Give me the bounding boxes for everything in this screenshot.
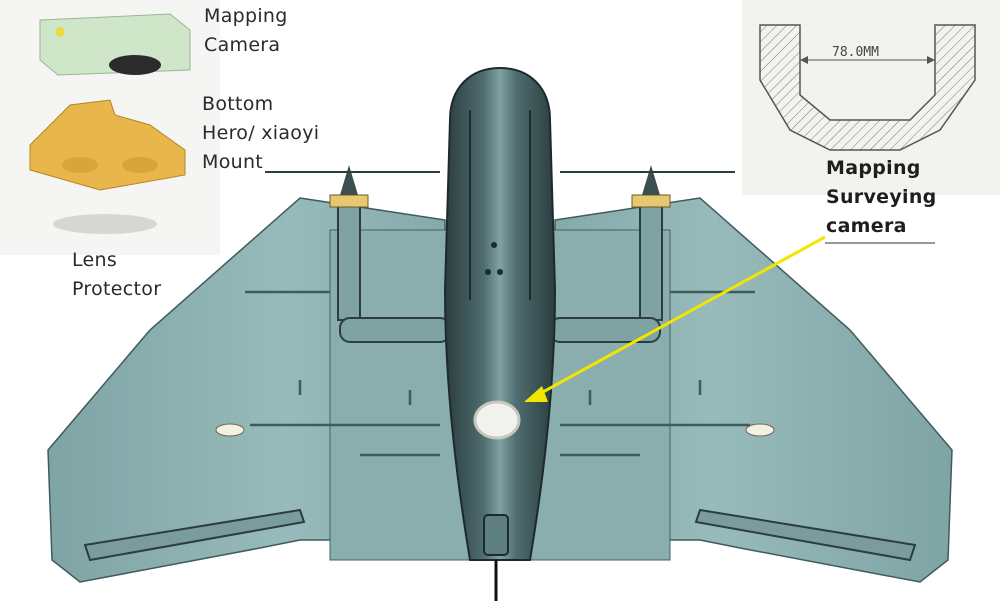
right-aileron bbox=[694, 508, 917, 562]
right-wing-light bbox=[745, 423, 775, 437]
mount-part bbox=[29, 99, 186, 191]
left-strut bbox=[339, 317, 451, 343]
lens-protector-label: Lens Protector bbox=[72, 249, 162, 300]
dimension-label: 78.0MM bbox=[832, 45, 879, 60]
mapping-camera-label: Mapping Camera bbox=[204, 5, 288, 56]
callout-arrowhead bbox=[524, 386, 548, 402]
wing-panel-lines bbox=[245, 290, 755, 457]
cross-section-drawing bbox=[759, 24, 976, 151]
mapping-camera-part bbox=[39, 13, 191, 76]
left-aileron bbox=[83, 508, 306, 562]
right-motor bbox=[560, 165, 735, 321]
camera-window bbox=[473, 400, 521, 440]
bottom-mount-label: Bottom Hero/ xiaoyi Mount bbox=[202, 93, 320, 173]
left-wing-light bbox=[215, 423, 245, 437]
mapping-surveying-camera-callout: Mapping Surveying camera bbox=[826, 157, 937, 237]
tail-fin bbox=[483, 514, 509, 556]
callout-arrow-line bbox=[531, 235, 826, 400]
lens-protector-part bbox=[53, 214, 157, 234]
fuselage-spine bbox=[469, 110, 531, 300]
fuselage bbox=[443, 66, 557, 561]
